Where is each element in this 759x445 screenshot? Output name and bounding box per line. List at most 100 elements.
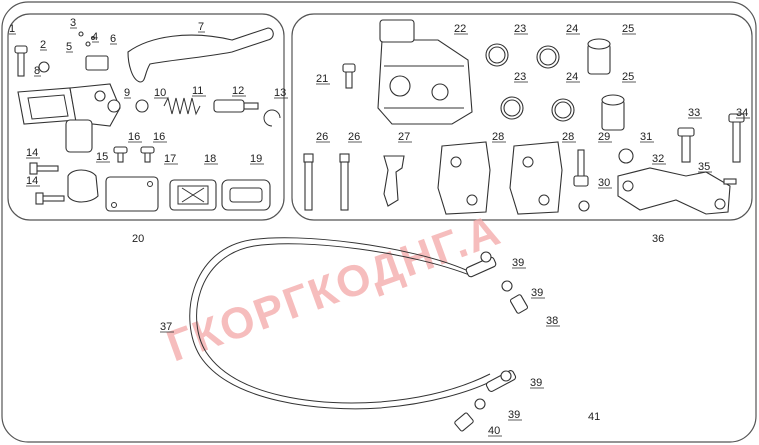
callout-37: 37	[160, 321, 172, 333]
seal-inner	[503, 99, 521, 117]
callout-10: 10	[154, 87, 166, 99]
washer-part	[578, 200, 590, 212]
spring-part	[163, 96, 201, 116]
seal-part	[107, 99, 121, 113]
callout-27: 27	[398, 131, 410, 143]
piston-part	[213, 99, 259, 113]
bleeder-bolt-part	[573, 149, 589, 187]
screw-part	[113, 146, 128, 163]
switch-part	[78, 31, 109, 71]
callout-22: 22	[454, 23, 466, 35]
screw-part	[140, 146, 155, 163]
brake-caliper-part	[377, 19, 473, 125]
callout-34: 34	[736, 107, 748, 119]
callout-12: 12	[232, 85, 244, 97]
washer-part	[474, 398, 486, 410]
pad-spring-part	[383, 155, 405, 207]
slide-pin-part	[303, 153, 314, 211]
callout-29: 29	[598, 131, 610, 143]
callout-28: 28	[562, 131, 574, 143]
callout-35: 35	[698, 161, 710, 173]
callout-26: 26	[316, 131, 328, 143]
caliper-piston-part	[601, 94, 625, 131]
washer-part	[480, 251, 492, 263]
reservoir-cap-part	[105, 176, 159, 212]
bracket-bolt-part	[677, 127, 695, 163]
callout-39: 39	[530, 377, 542, 389]
callout-13: 13	[274, 87, 286, 99]
callout-26: 26	[348, 131, 360, 143]
diaphragm-part	[221, 179, 271, 211]
master-cylinder-group-frame	[7, 13, 285, 221]
callout-6: 6	[110, 33, 116, 45]
seal-part	[135, 99, 149, 113]
callout-16: 16	[153, 131, 165, 143]
cap-part	[618, 148, 634, 164]
brake-hose-part	[189, 237, 495, 410]
washer-part	[38, 61, 50, 73]
callout-19: 19	[250, 153, 262, 165]
diaphragm-plate-part	[169, 179, 217, 211]
hose-fitting-part	[465, 256, 497, 278]
callout-14: 14	[26, 175, 38, 187]
callout-8: 8	[34, 65, 40, 77]
callout-15: 15	[96, 151, 108, 163]
caliper-bracket-part	[617, 167, 731, 215]
callout-18: 18	[204, 153, 216, 165]
circlip-part	[263, 109, 281, 127]
watermark-text: ГКОРГКОДНГ.А	[161, 205, 508, 371]
clamp-part	[67, 169, 99, 203]
callout-7: 7	[198, 21, 204, 33]
callout-30: 30	[598, 177, 610, 189]
callout-23: 23	[514, 71, 526, 83]
callout-25: 25	[622, 71, 634, 83]
brake-pad-part	[437, 141, 491, 215]
callout-38: 38	[546, 315, 558, 327]
banjo-bolt-part	[454, 412, 474, 432]
brake-lever-part	[127, 27, 274, 83]
callout-2: 2	[40, 39, 46, 51]
callout-9: 9	[124, 87, 130, 99]
group-labels: 20 36 41	[132, 233, 664, 423]
slide-pin-part	[339, 153, 350, 211]
dust-seal-inner	[539, 48, 557, 66]
screw-part	[29, 162, 59, 175]
callout-40: 40	[488, 425, 500, 437]
callout-24: 24	[566, 23, 578, 35]
callout-39: 39	[531, 287, 543, 299]
brake-hose-inner	[196, 243, 491, 404]
callout-3: 3	[70, 17, 76, 29]
group-label-36: 36	[652, 233, 664, 245]
master-cylinder-body-part	[17, 83, 121, 153]
callout-32: 32	[652, 153, 664, 165]
banjo-bolt-part	[509, 294, 529, 314]
group-label-20: 20	[132, 233, 144, 245]
group-label-41: 41	[588, 411, 600, 423]
dust-seal-inner	[554, 101, 572, 119]
callout-11: 11	[192, 85, 203, 97]
caliper-group-frame	[291, 13, 753, 221]
brake-pad-part	[509, 141, 563, 215]
callout-21: 21	[316, 73, 328, 85]
callout-39: 39	[512, 257, 524, 269]
callout-16: 16	[128, 131, 140, 143]
bracket-hole	[622, 180, 634, 192]
callout-31: 31	[640, 131, 652, 143]
bolt-part	[14, 45, 28, 77]
bleeder-valve-part	[342, 63, 356, 89]
bracket-hole	[714, 198, 726, 210]
seal-inner	[488, 46, 506, 64]
bracket-bolt-part	[728, 113, 745, 163]
callout-5: 5	[66, 41, 72, 53]
caliper-piston-part	[587, 38, 611, 75]
callout-14: 14	[26, 147, 38, 159]
callout-33: 33	[688, 107, 700, 119]
callout-1: 1	[9, 23, 15, 35]
hose-fitting-part	[485, 370, 517, 392]
callout-39: 39	[508, 409, 520, 421]
callout-23: 23	[514, 23, 526, 35]
pin-part	[723, 178, 737, 185]
callout-4: 4	[92, 31, 98, 43]
